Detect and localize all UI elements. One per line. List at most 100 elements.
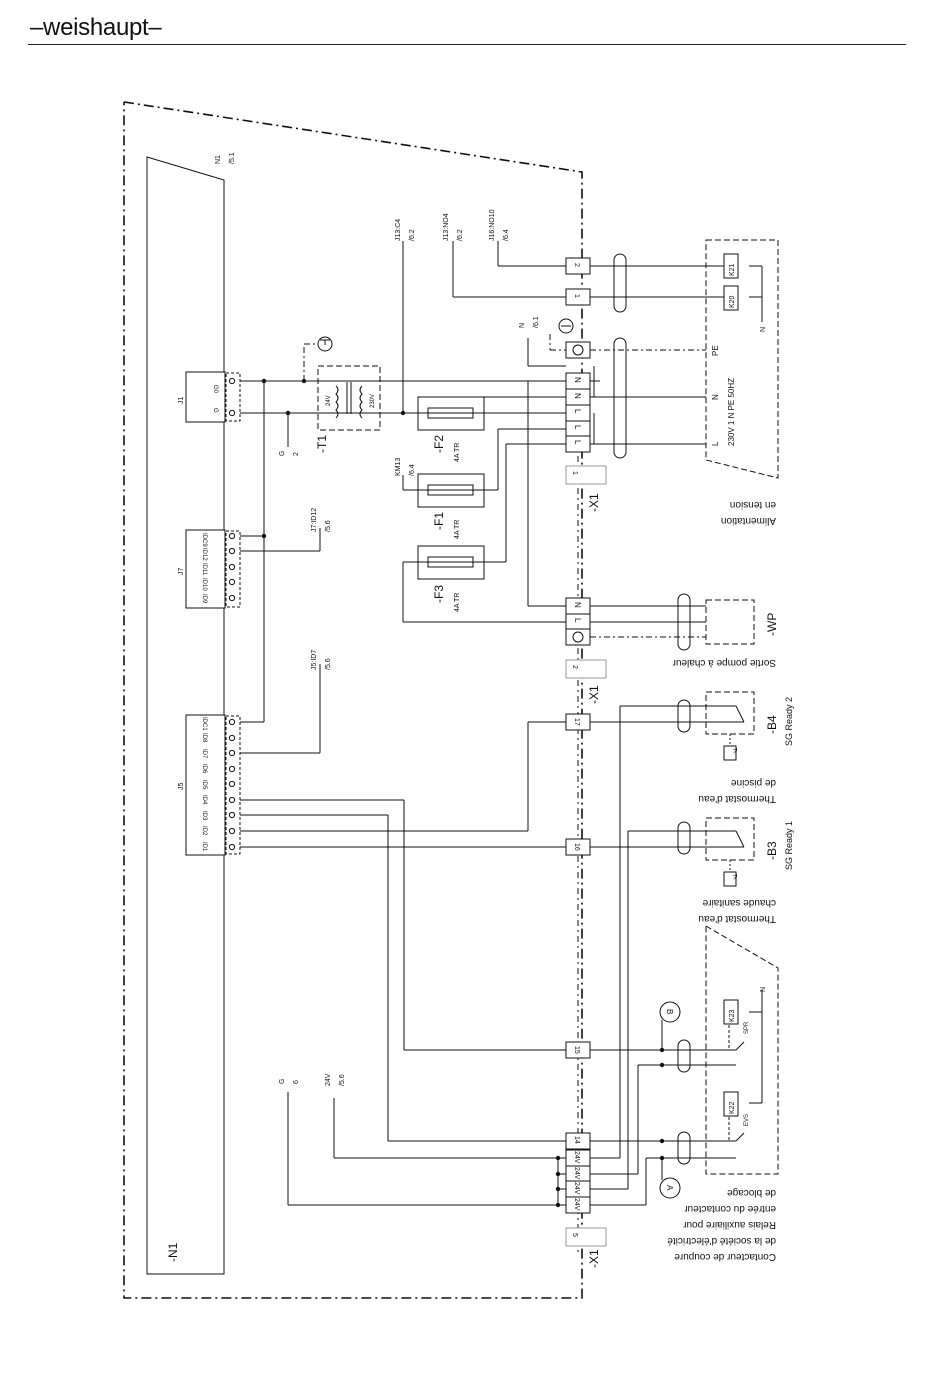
connector-j7 [185,529,226,609]
terminal-2 [565,257,591,275]
terminal-l3 [565,435,591,453]
thermostat-b3-sensor [723,871,737,887]
supply-pe-label: PE [711,345,720,356]
terminal-n1-label: N [573,377,582,383]
supply-caption-2: en tension [730,499,776,510]
relay-k23-label: K23 [729,1009,736,1022]
terminal-l1-label: L [573,409,582,414]
relay-k20 [723,285,739,311]
j5-pin-7: ID3 [201,811,207,821]
group-tag-5-label: 5 [571,1233,578,1237]
j7-pin-1: IDC9 [201,533,207,547]
relays-caption-4: entrée du contacteur [684,1203,776,1214]
relay-spr-label: SPR [744,1021,750,1034]
j7-pin-4: ID10 [201,578,207,591]
relay-evs-label: EVS [744,1114,750,1126]
relays-caption-2: de la société d'électricité [667,1235,776,1246]
j7-pin-5: ID9 [201,594,207,604]
fuse-f1-name: -F1 [432,512,446,530]
j7-pin-3: ID11 [201,563,207,576]
relays-caption-1: Contacteur de coupure [674,1251,776,1262]
terminal-24v-1-label: 24V [573,1151,580,1164]
j5-pin-2: ID8 [201,733,207,743]
thermostat-b3-tag: T< [731,874,737,880]
ref-g6-b: 6 [293,1080,300,1084]
supply-n-label: N [760,327,767,332]
relay-k22 [723,1091,739,1117]
connector-j5-label: J5 [178,783,185,791]
cabinet-boundary [123,101,583,1299]
marker-a-label: A [665,1185,674,1191]
ref-km13-b: /6.4 [409,464,416,476]
thermostat-b4-sg: SG Ready 2 [784,697,794,746]
earth-wiring [303,334,706,638]
supply-n2-label: N [711,394,720,400]
j7-pin-2: ID12 [201,548,207,561]
j1-pin-1: G0 [212,385,218,394]
terminal-16 [565,838,591,856]
x1-label-1: -X1 [587,493,601,512]
ref-j13no4-b: /6.2 [457,229,464,241]
ref-j16no10-a: J16:NO10 [489,209,496,241]
terminal-1-label: 1 [573,294,580,298]
marker-a [659,1177,681,1199]
fuse-f2-name: -F2 [432,435,446,453]
cable-markers [613,253,691,1165]
fuse-f2-rating: 4A TR [454,443,461,462]
relays-n-label: N [760,987,767,992]
ref-j13no4-a: J13:NO4 [443,213,450,241]
terminal-24v-4 [565,1196,591,1214]
group-tag-1 [565,465,607,485]
controller-name: -N1 [166,1242,180,1262]
ref-j13c4-a: J13:C4 [395,219,402,241]
ref-j5id7-a: J5:ID7 [311,650,318,670]
connector-j1-label: J1 [178,397,185,405]
group-tag-2 [565,659,607,679]
j5-pin-9: ID1 [201,842,207,852]
group-tag-1-label: 1 [571,471,578,475]
supply-spec: 230V 1 N PE 50HZ [727,378,736,446]
controller-ref: N1 [215,155,222,164]
connector-j1 [185,371,226,423]
j5-pin-4: ID6 [201,764,207,774]
terminal-14 [565,1132,591,1150]
terminal-n2-label: N [573,393,582,399]
terminal-l2-label: L [573,425,582,430]
thermostat-b3-caption-2: chaude sanitaire [702,897,776,908]
relay-k23 [723,999,739,1025]
controller-ref-sub: /5.1 [229,152,236,164]
ref-g6-a: G [279,1079,286,1084]
terminal-wp-pe [565,628,591,646]
thermostat-b4-tag: T< [731,748,737,754]
terminal-16-label: 16 [573,843,580,851]
terminal-24v-4-label: 24V [573,1198,580,1211]
transformer-t1 [317,365,381,431]
j5-pin-5: ID5 [201,780,207,790]
j5-pin-6: ID4 [201,795,207,805]
marker-b [659,1001,681,1023]
relays-caption-5: de blocage [727,1187,776,1198]
heat-pump-caption: Sortie pompe à chaleur [672,657,776,668]
thermostat-b4-caption-1: Thermostat d'eau [698,793,776,804]
group-tag-5 [565,1227,607,1247]
thermostat-b4-sensor [723,745,737,761]
thermostat-b3-box [705,817,755,861]
supply-caption-1: Alimentation [721,515,776,526]
wires [240,241,763,1206]
heat-pump-name: -WP [765,613,779,636]
terminal-14-label: 14 [573,1136,580,1144]
supply-l-label: L [711,441,720,446]
terminal-l3-label: L [573,440,582,445]
ref-km13-a: KM13 [395,458,402,476]
x1-label-2: -X1 [587,685,601,704]
junctions [261,378,665,1208]
terminal-15 [565,1041,591,1059]
j5-pin-8: ID2 [201,826,207,836]
ref-j7id12-b: /5.6 [325,520,332,532]
x1-label-5: -X1 [587,1249,601,1268]
j1-pin-2: G [212,408,218,413]
transformer-primary: 230V [370,394,376,408]
ref-n61-a: N [519,323,526,328]
thermostat-b4-name: -B4 [765,715,779,734]
terminal-24v-2-label: 24V [573,1167,580,1180]
